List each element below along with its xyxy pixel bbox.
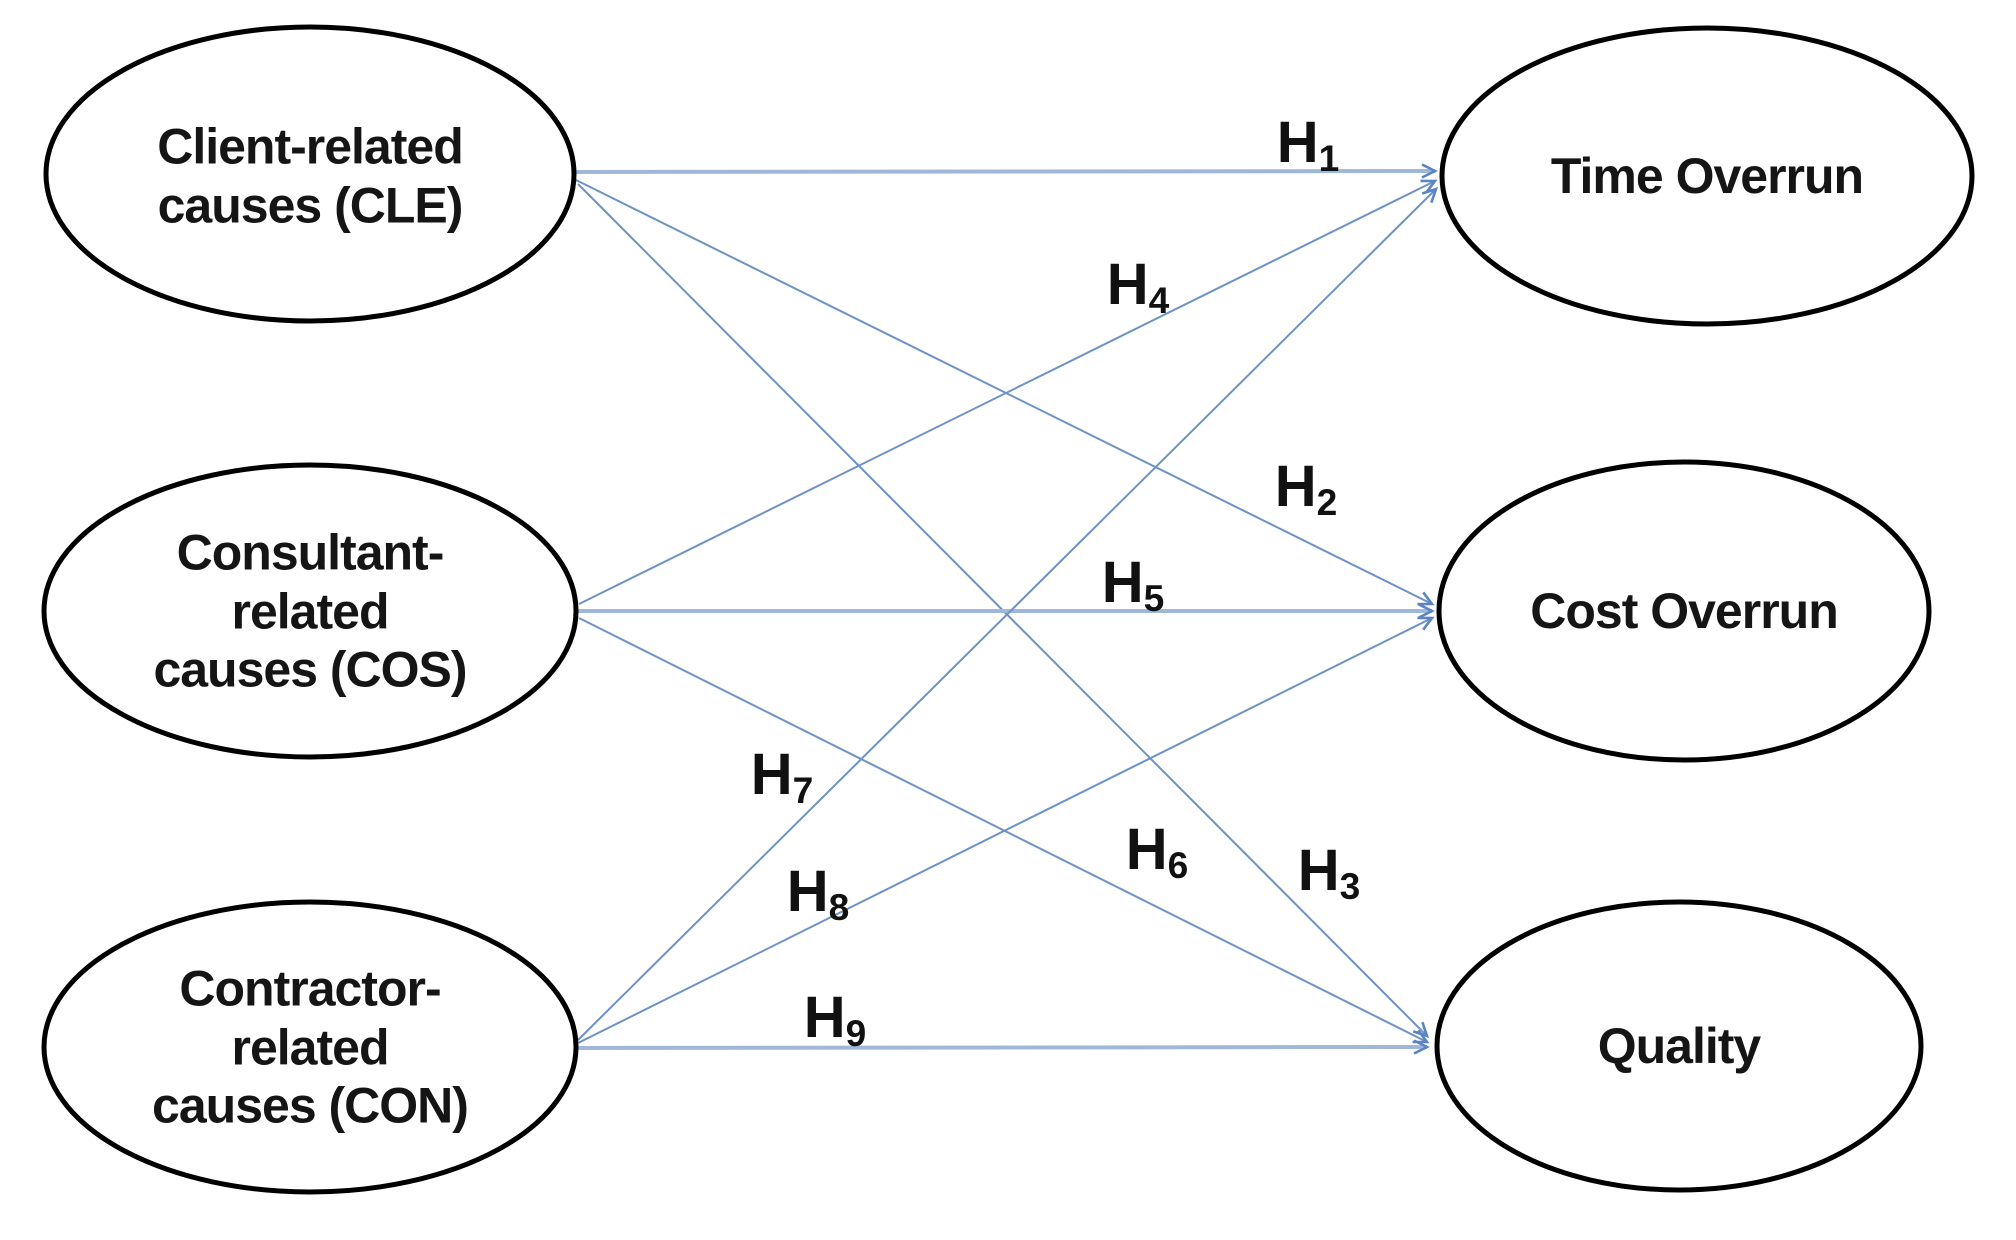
edge-h2-cle-to-cost: [575, 179, 1435, 606]
hypothesis-h6-symbol: H: [1125, 817, 1168, 882]
hypothesis-h5-subscript: 5: [1143, 576, 1165, 619]
hypothesis-label-h2: H2: [1275, 458, 1338, 521]
hypothesis-h9-symbol: H: [803, 985, 846, 1050]
node-label-cost-overrun: Cost Overrun: [1530, 582, 1839, 639]
node-ellipse-consultant-causes: [41, 462, 579, 760]
hypothesis-label-h8: H8: [787, 863, 850, 926]
edge-h7-con-to-time: [577, 186, 1439, 1041]
edge-h6-cos-to-quality: [578, 617, 1430, 1044]
hypothesis-h1-subscript: 1: [1318, 136, 1340, 179]
edge-h4-cos-to-time: [578, 179, 1438, 605]
node-label-consultant-causes: Consultant- related causes (COS): [153, 524, 467, 698]
hypothesis-h1-symbol: H: [1276, 110, 1319, 175]
hypothesis-h2-subscript: 2: [1316, 480, 1338, 523]
node-ellipse-cost-overrun: [1436, 459, 1932, 763]
node-ellipse-quality: [1434, 899, 1924, 1193]
hypothesis-h8-symbol: H: [786, 859, 829, 924]
node-ellipse-client-causes: [43, 24, 577, 324]
hypothesis-label-h5: H5: [1102, 554, 1165, 617]
edge-h1-cle-to-time: [573, 163, 1438, 179]
node-label-time-overrun: Time Overrun: [1550, 147, 1864, 204]
hypothesis-h6-subscript: 6: [1167, 843, 1189, 886]
hypothesis-label-h4: H4: [1107, 256, 1170, 319]
node-ellipse-contractor-causes: [41, 899, 579, 1195]
hypothesis-h7-symbol: H: [750, 742, 793, 807]
node-label-contractor-causes: Contractor- related causes (CON): [152, 960, 469, 1134]
hypothesis-h7-subscript: 7: [792, 768, 814, 811]
hypothesis-label-h6: H6: [1126, 821, 1189, 884]
hypothesis-label-h7: H7: [751, 746, 814, 809]
hypothesis-label-h3: H3: [1298, 842, 1361, 905]
hypothesis-h4-subscript: 4: [1148, 278, 1170, 321]
hypothesis-label-h9: H9: [804, 989, 867, 1052]
hypothesis-h3-symbol: H: [1297, 838, 1340, 903]
hypothesis-h2-symbol: H: [1274, 454, 1317, 519]
node-label-quality: Quality: [1597, 1017, 1761, 1074]
hypothesis-h3-subscript: 3: [1339, 864, 1361, 907]
hypothesis-h9-subscript: 9: [845, 1011, 867, 1054]
hypothesis-h4-symbol: H: [1106, 252, 1149, 317]
hypothesis-h8-subscript: 8: [828, 885, 850, 928]
edge-h9-con-to-quality: [577, 1039, 1430, 1055]
hypothesis-h5-symbol: H: [1101, 550, 1144, 615]
edge-h8-con-to-cost: [577, 616, 1435, 1044]
hypothesis-label-h1: H1: [1277, 114, 1340, 177]
node-label-client-causes: Client-related causes (CLE): [157, 118, 464, 234]
node-ellipse-time-overrun: [1439, 25, 1975, 327]
